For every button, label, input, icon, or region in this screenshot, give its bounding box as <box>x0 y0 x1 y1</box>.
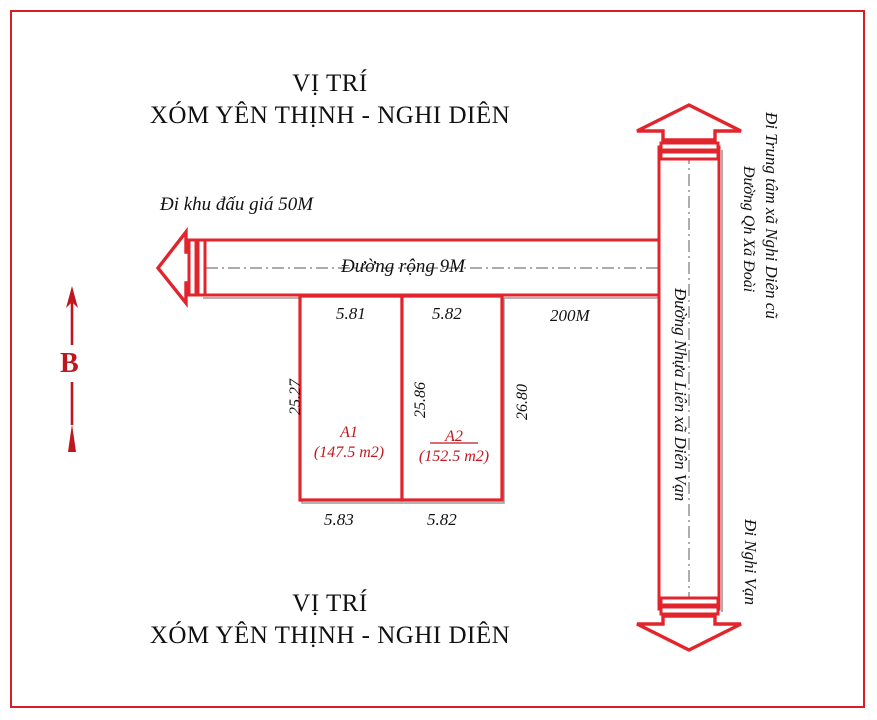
label-distance-east: 200M <box>550 306 590 325</box>
page-title-bottom-line1: VỊ TRÍ <box>292 590 368 617</box>
compass-north-letter: B <box>60 348 79 379</box>
dimension-bottom-right: 5.82 <box>427 510 457 529</box>
label-south-direction: Đi Nghi Vạn <box>741 519 760 605</box>
north-compass <box>66 286 78 452</box>
page-title-bottom: VỊ TRÍ XÓM YÊN THỊNH - NGHI DIÊN <box>0 588 660 652</box>
dimension-top-left: 5.81 <box>336 304 366 323</box>
north-road-arrow <box>636 103 742 161</box>
label-north-direction: Đi Trung tâm xã Nghi Diên cũ <box>762 112 781 319</box>
parcel-a1-area: (147.5 m2) <box>313 444 385 461</box>
dimension-top-right: 5.82 <box>432 304 462 323</box>
parcel-a1-shape <box>298 294 404 502</box>
parcel-group <box>298 294 505 504</box>
page-title-bottom-line2: XÓM YÊN THỊNH - NGHI DIÊN <box>149 622 511 649</box>
west-road-arrow <box>155 227 207 308</box>
dimension-bottom-left: 5.83 <box>324 510 354 529</box>
dimension-side-left: 25.27 <box>287 379 304 415</box>
dimension-side-right: 26.80 <box>514 384 531 420</box>
label-west-direction: Đi khu đấu giá 50M <box>160 194 314 215</box>
parcel-a2-name: A2 <box>445 428 463 445</box>
label-vertical-road-name: Đường Nhựa Liên xã Diên Vạn <box>671 288 690 502</box>
south-road-arrow <box>636 596 742 652</box>
parcel-a2-label: A2 (152.5 m2) <box>404 427 504 467</box>
page-title-top: VỊ TRÍ XÓM YÊN THỊNH - NGHI DIÊN <box>0 68 660 132</box>
page-title-top-line1: VỊ TRÍ <box>292 70 368 97</box>
parcel-a2-area: (152.5 m2) <box>418 448 490 465</box>
dimension-side-middle: 25.86 <box>412 382 429 418</box>
vertical-road <box>657 145 723 612</box>
parcel-a2-shape <box>400 294 504 502</box>
parcel-a1-name: A1 <box>340 424 358 441</box>
page-title-top-line2: XÓM YÊN THỊNH - NGHI DIÊN <box>149 102 511 129</box>
parcel-a1-label: A1 (147.5 m2) <box>300 423 398 463</box>
label-north-road-name: Đường Qh Xã Đoài <box>740 166 757 293</box>
sheet-border <box>10 10 865 708</box>
label-horizontal-road: Đường rộng 9M <box>341 256 465 277</box>
